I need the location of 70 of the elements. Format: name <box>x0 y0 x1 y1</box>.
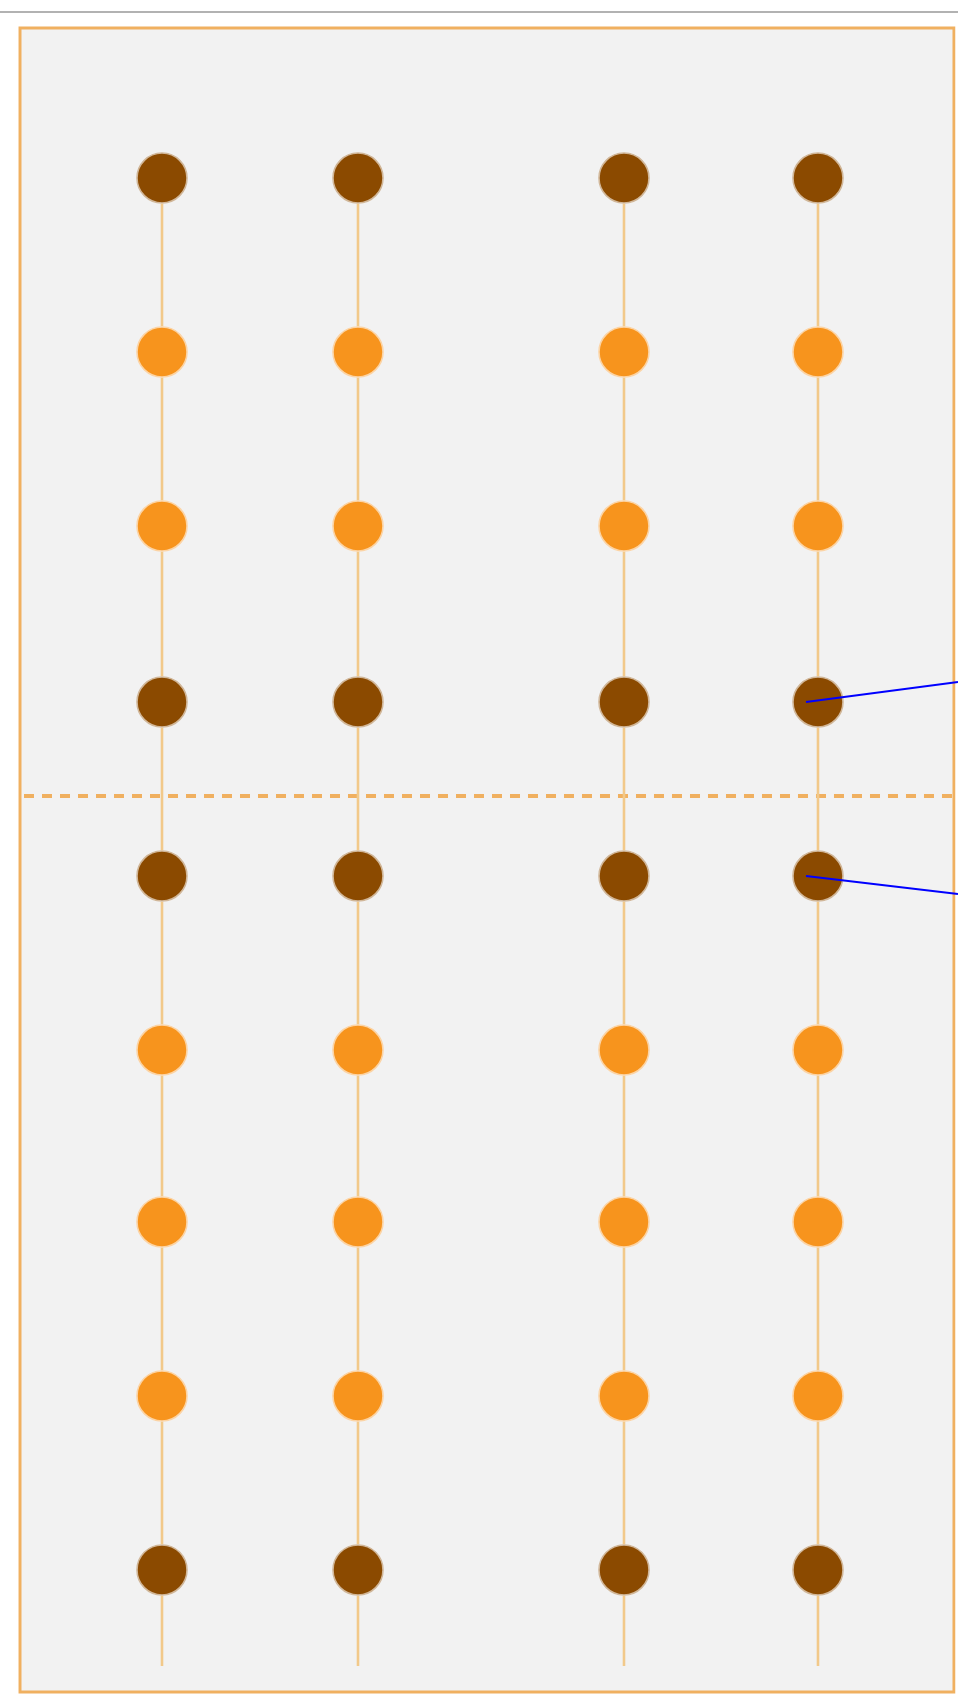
circle-node <box>792 1196 844 1248</box>
connector-line <box>160 203 164 327</box>
leader-line <box>805 875 958 895</box>
connector-line <box>160 1421 164 1545</box>
connector-line <box>816 901 820 1025</box>
connector-line <box>622 551 626 677</box>
circle-node <box>136 1024 188 1076</box>
circle-node <box>792 326 844 378</box>
circle-node <box>136 1196 188 1248</box>
circle-node <box>136 1544 188 1596</box>
circle-node <box>792 1370 844 1422</box>
connector-line <box>816 203 820 327</box>
circle-node <box>332 1196 384 1248</box>
circle-node <box>792 152 844 204</box>
circle-node <box>792 1024 844 1076</box>
circle-node <box>598 1024 650 1076</box>
circle-node <box>598 326 650 378</box>
connector-line <box>160 1075 164 1197</box>
connector-line <box>160 551 164 677</box>
leader-line <box>805 681 958 703</box>
connector-line <box>160 1247 164 1371</box>
connector-line <box>160 901 164 1025</box>
circle-node <box>332 676 384 728</box>
circle-node <box>332 326 384 378</box>
connector-line <box>356 551 360 677</box>
circle-node <box>136 850 188 902</box>
circle-node <box>792 1544 844 1596</box>
connector-line <box>622 1421 626 1545</box>
circle-node <box>598 850 650 902</box>
connector-line <box>622 203 626 327</box>
connector-line <box>160 727 164 851</box>
circle-node <box>332 1024 384 1076</box>
circle-node <box>792 500 844 552</box>
circle-node <box>332 1370 384 1422</box>
circle-node <box>598 500 650 552</box>
circle-node <box>792 676 844 728</box>
connector-line <box>816 1247 820 1371</box>
connector-line <box>622 1247 626 1371</box>
connector-line <box>816 1075 820 1197</box>
connector-line <box>160 377 164 501</box>
circle-node <box>598 1370 650 1422</box>
connector-line <box>356 1421 360 1545</box>
connector-line <box>816 377 820 501</box>
connector-line <box>356 1247 360 1371</box>
circle-node <box>136 326 188 378</box>
connector-line <box>816 1421 820 1545</box>
circle-node <box>136 152 188 204</box>
connector-line <box>622 1075 626 1197</box>
connector-line <box>356 727 360 851</box>
circle-node <box>136 500 188 552</box>
connector-line <box>356 377 360 501</box>
connector-line <box>622 727 626 851</box>
circle-node <box>136 1370 188 1422</box>
connector-line <box>622 377 626 501</box>
connector-line <box>356 1075 360 1197</box>
circle-node <box>598 1544 650 1596</box>
circle-node <box>136 676 188 728</box>
circle-node <box>332 152 384 204</box>
circle-node <box>598 676 650 728</box>
connector-line <box>816 727 820 851</box>
connector-line <box>816 551 820 677</box>
connector-line <box>356 203 360 327</box>
connector-line <box>622 901 626 1025</box>
circle-node <box>332 1544 384 1596</box>
circle-node <box>598 152 650 204</box>
circle-node <box>332 500 384 552</box>
connector-line <box>356 901 360 1025</box>
circle-node <box>598 1196 650 1248</box>
circle-node <box>332 850 384 902</box>
circle-node <box>792 850 844 902</box>
